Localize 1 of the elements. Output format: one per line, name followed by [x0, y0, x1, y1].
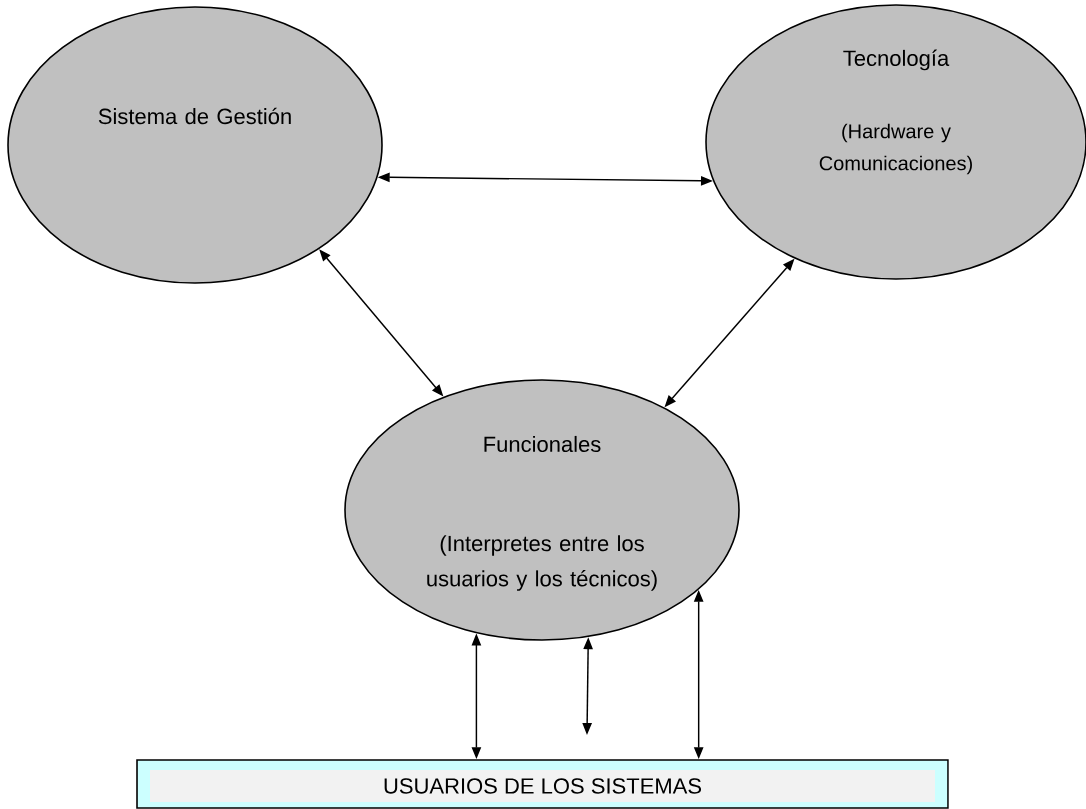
label-box: USUARIOS DE LOS SISTEMAS: [136, 759, 949, 809]
